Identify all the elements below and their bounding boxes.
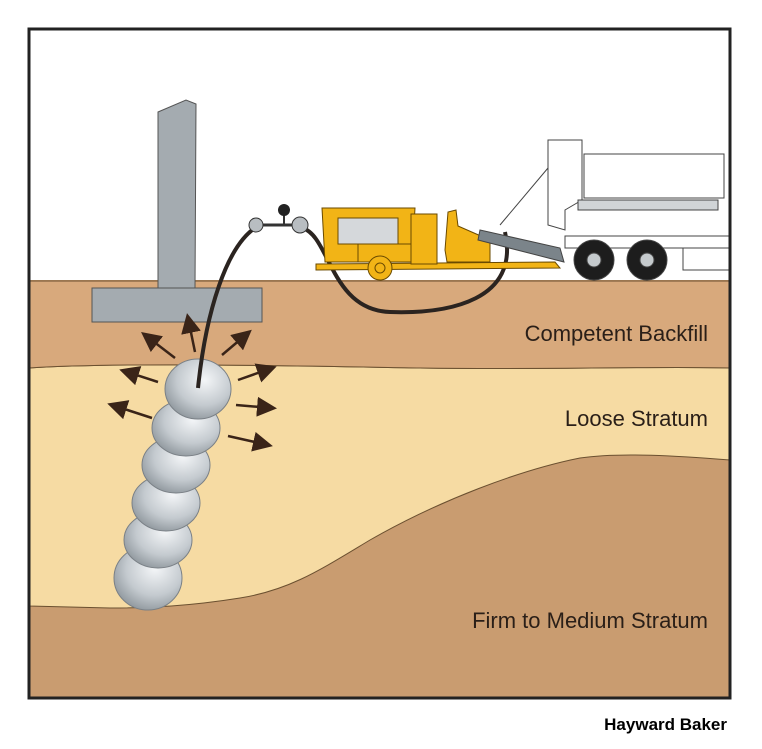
ready-mix-truck	[477, 139, 731, 281]
supply-hose	[301, 226, 509, 315]
grout-bulb-column	[113, 358, 232, 611]
label-competent-backfill: Competent Backfill	[525, 321, 708, 346]
pressure-arrows	[107, 313, 277, 452]
label-firm-stratum: Firm to Medium Stratum	[472, 608, 708, 633]
frame	[27, 27, 732, 700]
label-loose-stratum: Loose Stratum	[565, 406, 708, 431]
pressure-gauge-icon	[248, 204, 309, 234]
credit: Hayward Baker	[604, 715, 727, 734]
grout-pump	[315, 207, 562, 281]
injection-hose	[196, 222, 263, 389]
retaining-wall	[91, 99, 263, 323]
